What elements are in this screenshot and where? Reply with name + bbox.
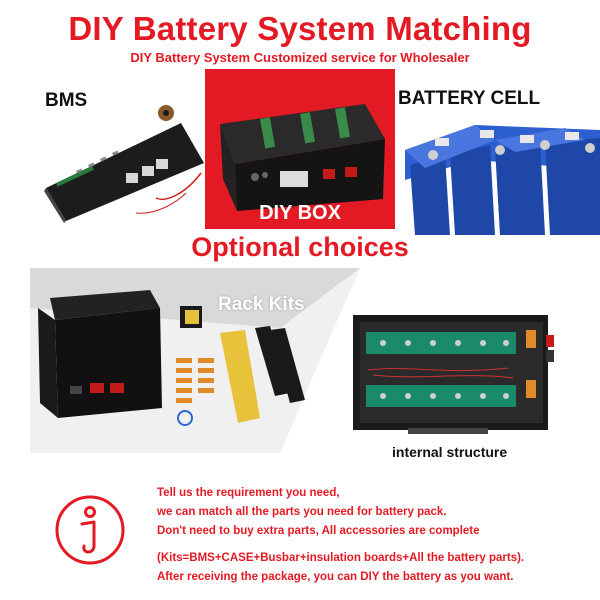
info-text-block: Tell us the requirement you need, we can… xyxy=(157,484,597,587)
rack-kits-label: Rack Kits xyxy=(218,294,305,315)
info-line-2: we can match all the parts you need for … xyxy=(157,506,447,518)
info-line-4: (Kits=BMS+CASE+Busbar+insulation boards+… xyxy=(157,552,525,564)
page-subtitle: DIY Battery System Customized service fo… xyxy=(130,50,470,65)
internal-structure-image xyxy=(348,300,568,440)
rack-kits-image xyxy=(30,268,360,453)
info-line-1: Tell us the requirement you need, xyxy=(157,487,340,499)
internal-structure-label: internal structure xyxy=(392,444,508,460)
optional-choices-heading: Optional choices xyxy=(191,232,409,262)
diy-box-image xyxy=(220,104,385,211)
page-title: DIY Battery System Matching xyxy=(68,10,532,47)
battery-cell-label: BATTERY CELL xyxy=(398,88,541,109)
info-icon xyxy=(55,495,125,565)
diy-box-label: DIY BOX xyxy=(259,202,341,224)
bms-label: BMS xyxy=(45,90,88,111)
info-line-3: Don't need to buy extra parts, All acces… xyxy=(157,525,480,537)
diy-box-panel xyxy=(205,69,395,229)
bms-board-image xyxy=(44,105,204,223)
battery-cells-image xyxy=(405,125,600,235)
info-line-5: After receiving the package, you can DIY… xyxy=(157,571,514,583)
